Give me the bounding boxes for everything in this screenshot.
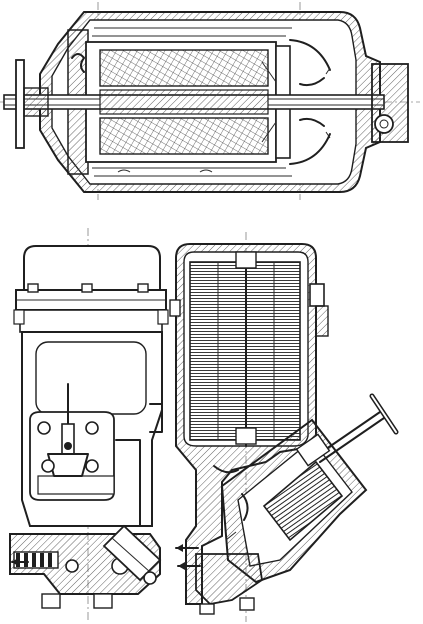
- top-cap: [23, 245, 161, 293]
- filter-cross-section: [11, 232, 399, 622]
- section-base: [195, 553, 263, 605]
- nut: [41, 459, 55, 473]
- filter-pack-upper: [99, 49, 269, 87]
- filter-side-elevation: [9, 228, 169, 620]
- outlet-bolt: [374, 114, 394, 134]
- angled-outlet: [102, 524, 162, 582]
- flow-arrow: [175, 544, 199, 552]
- flow-arrow: [177, 562, 201, 570]
- secondary-plate-pack: [262, 460, 344, 542]
- filter-longitudinal-section: [0, 2, 420, 200]
- flow-arrow: [11, 558, 29, 566]
- nut: [85, 421, 99, 435]
- t-handle[interactable]: [369, 393, 399, 435]
- drain-spring: [13, 551, 59, 569]
- inspection-panel: [35, 341, 147, 415]
- nut: [85, 459, 99, 473]
- nut: [37, 421, 51, 435]
- handle-bar[interactable]: [15, 59, 25, 149]
- filter-pack-lower: [99, 117, 269, 155]
